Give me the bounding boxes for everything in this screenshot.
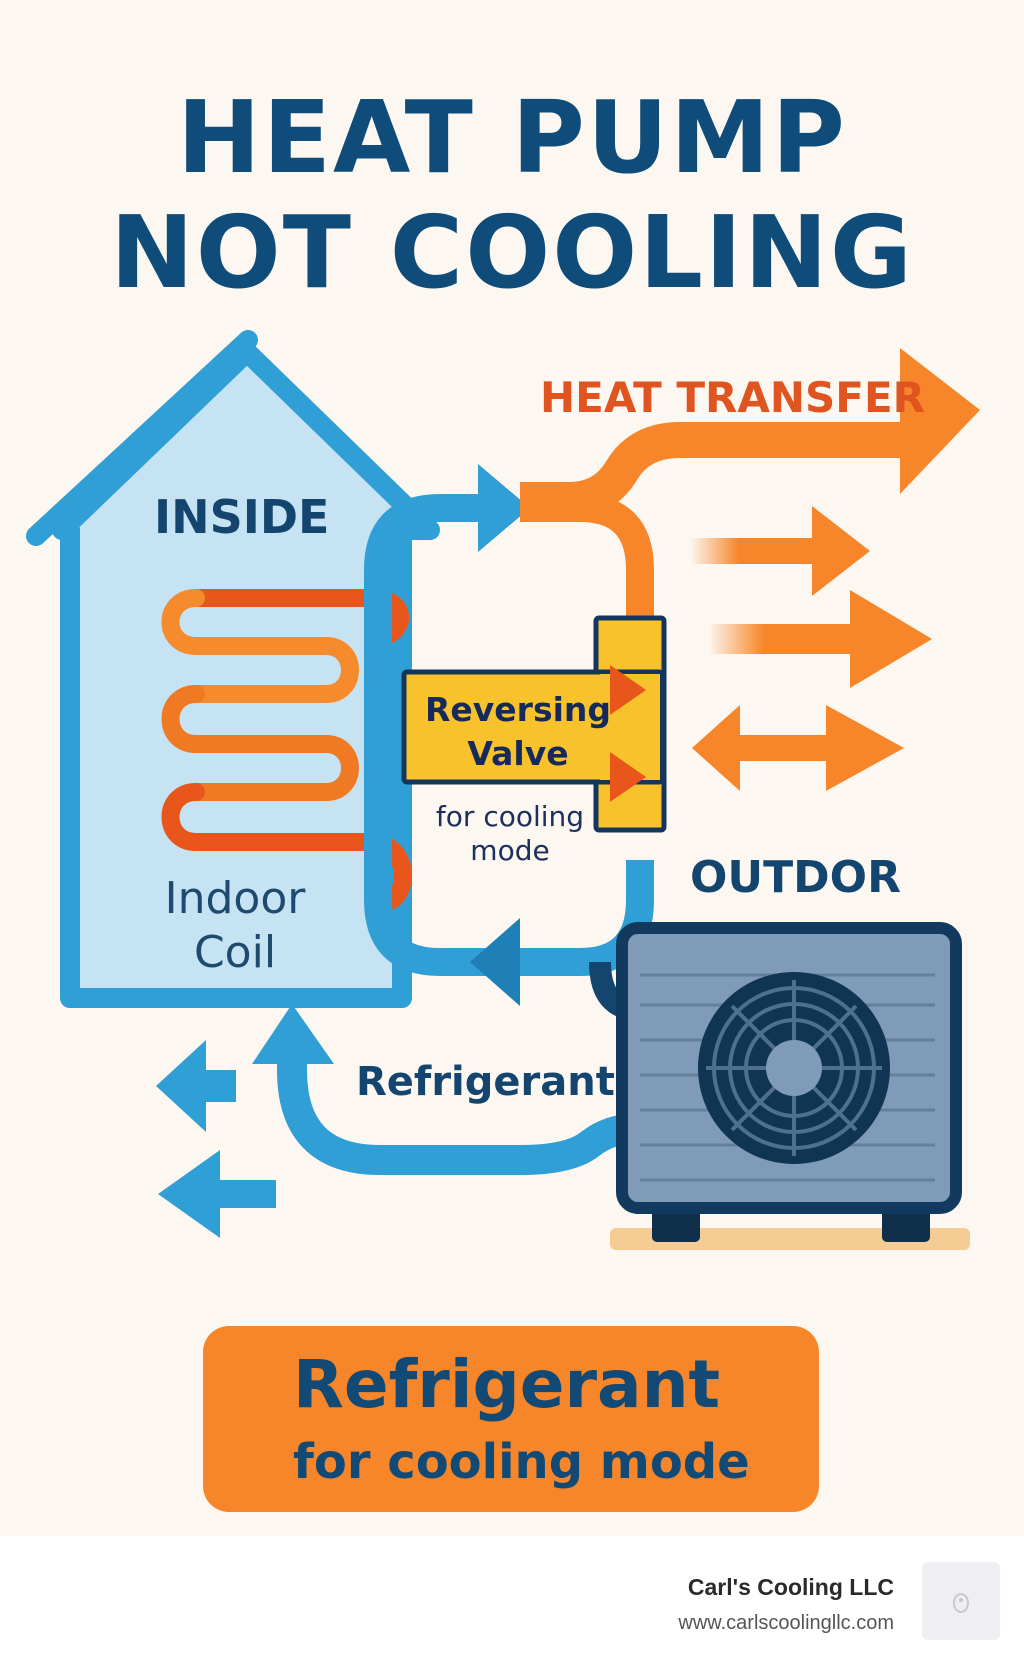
page-title: HEAT PUMP NOT COOLING	[0, 80, 1024, 310]
banner-title: Refrigerant	[293, 1346, 721, 1423]
return-arrow-icon	[470, 918, 520, 1006]
inside-label: INSIDE	[154, 490, 330, 544]
company-name: Carl's Cooling LLC	[687, 1574, 894, 1600]
heat-transfer-label: HEAT TRANSFER	[540, 373, 925, 422]
heat-transfer-arrow-icon	[520, 348, 980, 518]
refrigerant-label: Refrigerant	[356, 1059, 615, 1105]
banner-subtitle: for cooling mode	[293, 1434, 750, 1490]
heat-pump-diagram	[26, 330, 980, 1250]
valve-caption: for cooling mode	[435, 800, 585, 867]
arrow-icon	[690, 506, 932, 791]
company-logo-icon	[922, 1562, 1000, 1640]
refrigerant-return-arrow-icon	[252, 1004, 700, 1175]
title-line-2: NOT COOLING	[110, 194, 914, 311]
arrow-icon	[156, 1040, 276, 1238]
refrigerant-loop-orange	[520, 494, 654, 630]
valve-icon	[401, 615, 667, 833]
indoor-coil-label: Indoor Coil	[164, 873, 306, 978]
footer: Carl's Cooling LLC www.carlscoolingllc.c…	[0, 1536, 1024, 1666]
fan-icon	[698, 972, 890, 1164]
outdoor-label: OUTDOR	[690, 852, 901, 903]
reversing-valve-label: Reversing Valve	[424, 690, 612, 773]
title-line-1: HEAT PUMP	[177, 79, 847, 196]
refrigerant-loop-blue	[364, 464, 530, 976]
company-url-link[interactable]: www.carlscoolingllc.com	[678, 1612, 894, 1634]
refrigerant-banner: Refrigerant for cooling mode	[203, 1326, 819, 1512]
